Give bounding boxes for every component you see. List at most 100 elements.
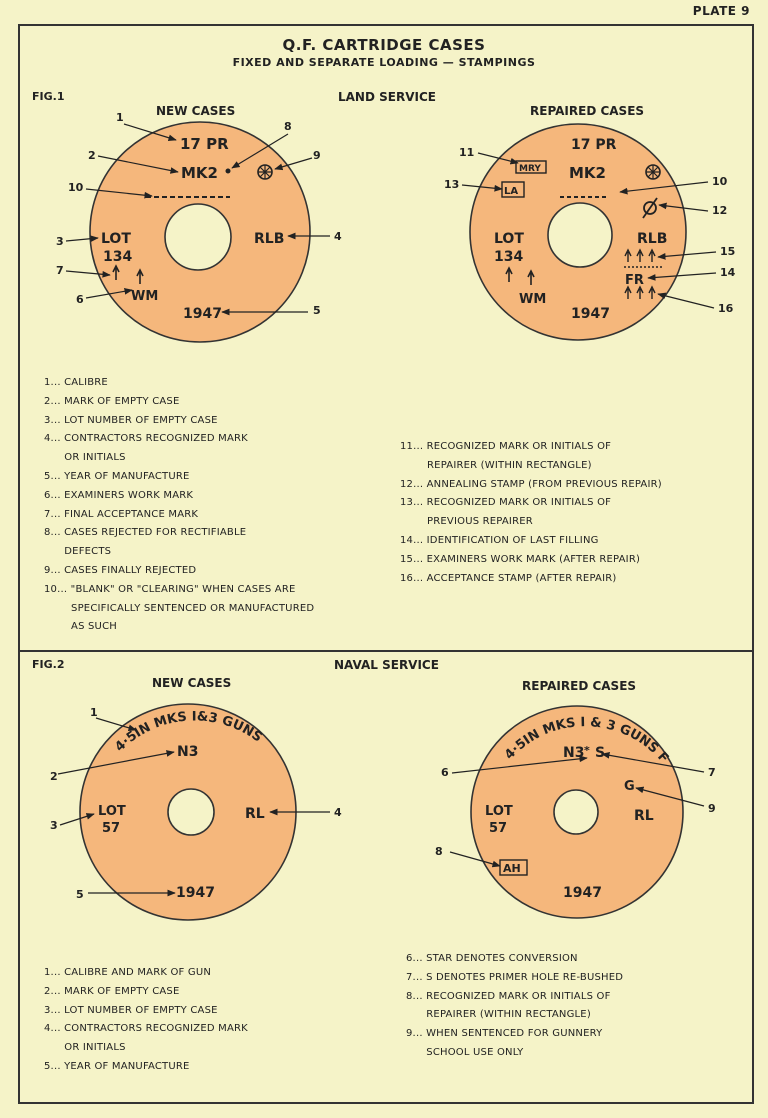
stamp-year: 1947	[571, 306, 610, 322]
callout-10: 10	[68, 181, 84, 194]
legend-line: 2... MARK OF EMPTY CASE	[44, 395, 180, 407]
legend-line: 7... S DENOTES PRIMER HOLE RE-BUSHED	[406, 971, 624, 983]
stamp-year: 1947	[183, 306, 222, 322]
callout-1: 1	[116, 111, 124, 124]
stamp-contractor: RL	[245, 806, 265, 822]
legend-line: 5... YEAR OF MANUFACTURE	[44, 1060, 190, 1072]
plate-number: PLATE 9	[692, 4, 750, 18]
work-arrow-icon	[136, 268, 144, 284]
callout-14: 14	[720, 266, 736, 279]
callout-12: 12	[712, 204, 727, 217]
fig2-service: NAVAL SERVICE	[334, 658, 439, 672]
fig1-repaired-case: 17 PR MK2 MRY LA LOT 134 RLB FR WM 1947	[469, 123, 687, 341]
stamp-contractor: RLB	[254, 231, 284, 247]
legend-line: AS SUCH	[44, 621, 117, 633]
rejected-symbol-icon	[645, 164, 661, 180]
stamp-mark: MK2	[569, 164, 606, 182]
fig1-repaired-heading: REPAIRED CASES	[530, 104, 645, 118]
fig2-legend-left: 1... CALIBRE AND MARK OF GUN 2... MARK O…	[44, 964, 248, 1077]
callout-5: 5	[313, 304, 321, 317]
callout-6: 6	[441, 766, 449, 779]
legend-line: 15... EXAMINERS WORK MARK (AFTER REPAIR)	[400, 553, 641, 565]
stamp-contractor: RL	[634, 808, 654, 824]
fig2-new-heading: NEW CASES	[152, 676, 232, 690]
stamp-contractor: RLB	[637, 231, 667, 247]
legend-line: 10... "BLANK" OR "CLEARING" WHEN CASES A…	[44, 583, 296, 595]
legend-line: 16... ACCEPTANCE STAMP (AFTER REPAIR)	[400, 572, 617, 584]
legend-line: 9... WHEN SENTENCED FOR GUNNERY	[406, 1028, 603, 1040]
stamp-lot-number: 57	[489, 821, 507, 836]
stamp-lot-number: 134	[103, 249, 132, 265]
figure-divider	[18, 650, 754, 652]
acceptance-arrow-icon	[505, 266, 513, 282]
repairer-rectangle	[499, 859, 528, 876]
legend-line: 1... CALIBRE	[44, 377, 108, 388]
callout-2: 2	[50, 770, 58, 783]
stamp-examiner: WM	[131, 289, 158, 304]
primer-hole	[164, 203, 232, 271]
callout-2: 2	[88, 149, 96, 162]
primer-hole	[167, 788, 215, 836]
legend-line: 4... CONTRACTORS RECOGNIZED MARK	[44, 1023, 248, 1035]
repair-work-arrows-icon	[624, 248, 662, 268]
callout-4: 4	[334, 806, 342, 819]
callout-15: 15	[720, 245, 735, 258]
stamp-rebush: S	[595, 745, 605, 761]
primer-hole	[547, 202, 613, 268]
rejected-symbol-icon	[257, 164, 273, 180]
legend-line: 1... CALIBRE AND MARK OF GUN	[44, 967, 212, 978]
callout-1: 1	[90, 706, 98, 719]
callout-8: 8	[435, 845, 443, 858]
callout-9: 9	[313, 149, 321, 162]
stamp-lot: LOT	[485, 804, 513, 819]
fig1-legend-right: 11... RECOGNIZED MARK OR INITIALS OF REP…	[400, 438, 662, 588]
legend-line: 9... CASES FINALLY REJECTED	[44, 564, 197, 576]
stamp-prev-repairer: LA	[504, 186, 518, 197]
callout-9: 9	[708, 802, 716, 815]
legend-line: 8... CASES REJECTED FOR RECTIFIABLE	[44, 527, 247, 539]
legend-line: OR INITIALS	[44, 452, 126, 464]
repair-acceptance-arrows-icon	[624, 285, 656, 299]
legend-line: OR INITIALS	[44, 1042, 126, 1054]
rectifiable-dot	[225, 168, 231, 174]
stamp-lot-number: 134	[494, 249, 523, 265]
stamp-mark: N3	[563, 745, 584, 761]
legend-line: 2... MARK OF EMPTY CASE	[44, 985, 180, 997]
stamp-calibre: 17 PR	[180, 135, 229, 153]
legend-line: 6... STAR DENOTES CONVERSION	[406, 953, 578, 964]
stamp-lot: LOT	[101, 231, 131, 247]
stamp-examiner: WM	[519, 292, 546, 307]
stamp-mark: MK2	[181, 164, 218, 182]
stamp-year: 1947	[176, 885, 215, 901]
fig1-legend-left: 1... CALIBRE 2... MARK OF EMPTY CASE 3..…	[44, 374, 314, 637]
fig1-new-callouts: 1 2 3 4 5 6 7 8 9 10	[56, 111, 342, 317]
stamp-repairer: AH	[503, 862, 521, 875]
callout-4: 4	[334, 230, 342, 243]
legend-line: REPAIRER (WITHIN RECTANGLE)	[406, 1009, 591, 1021]
fig2-repaired-heading: REPAIRED CASES	[522, 679, 637, 693]
callout-3: 3	[50, 819, 58, 832]
fig1-label: FIG.1	[32, 90, 65, 103]
callout-3: 3	[56, 235, 64, 248]
stamp-lot-number: 57	[102, 821, 120, 836]
plate-frame	[18, 24, 754, 1104]
callout-5: 5	[76, 888, 84, 901]
legend-line: REPAIRER (WITHIN RECTANGLE)	[400, 459, 592, 471]
legend-line: 5... YEAR OF MANUFACTURE	[44, 470, 190, 482]
fig2-repaired-callouts: 6 7 9 8	[435, 752, 716, 868]
legend-line: 11... RECOGNIZED MARK OR INITIALS OF	[400, 441, 612, 452]
page-subtitle: FIXED AND SEPARATE LOADING — STAMPINGS	[232, 56, 536, 69]
stamp-year: 1947	[563, 885, 602, 901]
stamp-mark: N3	[177, 744, 198, 760]
legend-line: 3... LOT NUMBER OF EMPTY CASE	[44, 1004, 218, 1016]
legend-line: 7... FINAL ACCEPTANCE MARK	[44, 508, 199, 520]
legend-line: DEFECTS	[44, 546, 112, 558]
page-title: Q.F. CARTRIDGE CASES	[282, 36, 486, 54]
callout-7: 7	[56, 264, 64, 277]
legend-line: 8... RECOGNIZED MARK OR INITIALS OF	[406, 990, 611, 1002]
legend-line: 4... CONTRACTORS RECOGNIZED MARK	[44, 433, 248, 445]
work-arrow-icon	[527, 269, 535, 285]
callout-11: 11	[459, 146, 474, 159]
fig1-new-heading: NEW CASES	[156, 104, 236, 118]
